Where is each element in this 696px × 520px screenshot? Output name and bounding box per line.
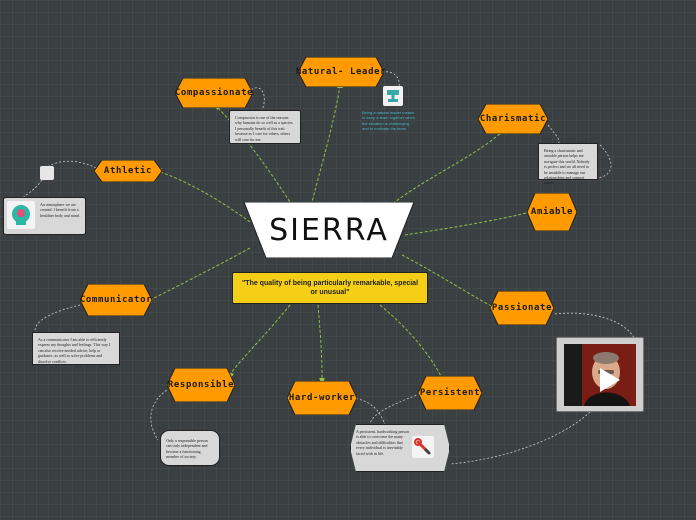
branch-compassionate[interactable]: Compassionate [175, 78, 253, 108]
note-communicator[interactable]: As a communicator I am able to efficient… [32, 332, 120, 365]
branch-label: Responsible [167, 380, 235, 390]
square-icon [40, 165, 54, 180]
hexagon-shape [167, 368, 235, 402]
branch-passionate[interactable]: Passionate [490, 291, 554, 325]
branch-natural-leader[interactable]: Natural- Leader [295, 57, 387, 87]
link-natural-leader [309, 84, 341, 211]
video-frame [564, 344, 636, 406]
note-link-athletic-2 [22, 179, 43, 201]
central-shape [244, 202, 414, 258]
branch-label: Compassionate [174, 88, 254, 98]
head-gear-icon [7, 201, 35, 229]
hexagon-shape [527, 193, 577, 231]
link-persistent [379, 304, 443, 379]
branch-label: Amiable [530, 207, 574, 217]
note-link-athletic [45, 160, 97, 169]
link-hard-worker [317, 304, 323, 381]
note-responsible[interactable]: Only a responsible person can truly inde… [160, 430, 220, 466]
video-thumbnail[interactable] [556, 337, 644, 412]
note-link-natural-leader [381, 71, 400, 91]
hexagon-shape [94, 160, 162, 182]
branch-responsible[interactable]: Responsible [167, 368, 235, 402]
hexagon-shape [80, 284, 152, 316]
branch-label: Communicator [79, 295, 153, 305]
link-passionate [401, 254, 496, 309]
definition-box[interactable]: "The quality of being particularly remar… [232, 272, 428, 304]
hexagon-shape [298, 57, 384, 87]
branch-amiable[interactable]: Amiable [527, 193, 577, 231]
branch-label: Persistent [419, 388, 481, 398]
hexagon-shape [418, 376, 482, 410]
link-charismatic [384, 131, 503, 211]
play-icon[interactable] [594, 365, 624, 395]
branch-label: Passionate [491, 303, 553, 313]
central-title: SIERRA [269, 212, 389, 248]
wrench-icon [412, 436, 434, 458]
link-responsible [229, 304, 291, 375]
central-node[interactable]: SIERRA [244, 202, 414, 258]
branch-label: Natural- Leader [295, 67, 387, 77]
branch-athletic[interactable]: Athletic [94, 160, 162, 182]
branch-label: Charismatic [479, 114, 547, 124]
branch-persistent[interactable]: Persistent [418, 376, 482, 410]
note-charismatic[interactable]: Being a charismatic and amiable person h… [538, 143, 598, 185]
branch-label: Athletic [103, 166, 153, 176]
branch-communicator[interactable]: Communicator [80, 284, 152, 316]
link-compassionate [217, 107, 296, 211]
note-link-persistent [369, 393, 421, 426]
hexagon-shape [478, 104, 548, 134]
note-link-compassionate [247, 87, 265, 111]
note-natural-leader[interactable]: Being a natural leader means to keep a t… [362, 110, 415, 132]
trophy-icon [383, 86, 403, 106]
note-link-passionate [554, 312, 635, 339]
note-link-passionate-video [449, 411, 591, 465]
branch-charismatic[interactable]: Charismatic [478, 104, 548, 134]
note-link-charismatic [547, 124, 560, 146]
hexagon-shape [490, 291, 554, 325]
note-compassionate[interactable]: Compassion is one of the reasons why hum… [229, 110, 301, 144]
branch-label: Hard-worker [288, 393, 356, 403]
hexagon-shape [287, 381, 357, 415]
link-athletic [159, 171, 251, 223]
hexagon-shape [175, 78, 253, 108]
note-persistent[interactable]: A persistent, hardworking person is able… [350, 424, 450, 472]
branch-hard-worker[interactable]: Hard-worker [287, 381, 357, 415]
link-amiable [404, 211, 531, 236]
note-link-charismatic-2 [597, 144, 612, 179]
link-communicator [149, 247, 251, 301]
